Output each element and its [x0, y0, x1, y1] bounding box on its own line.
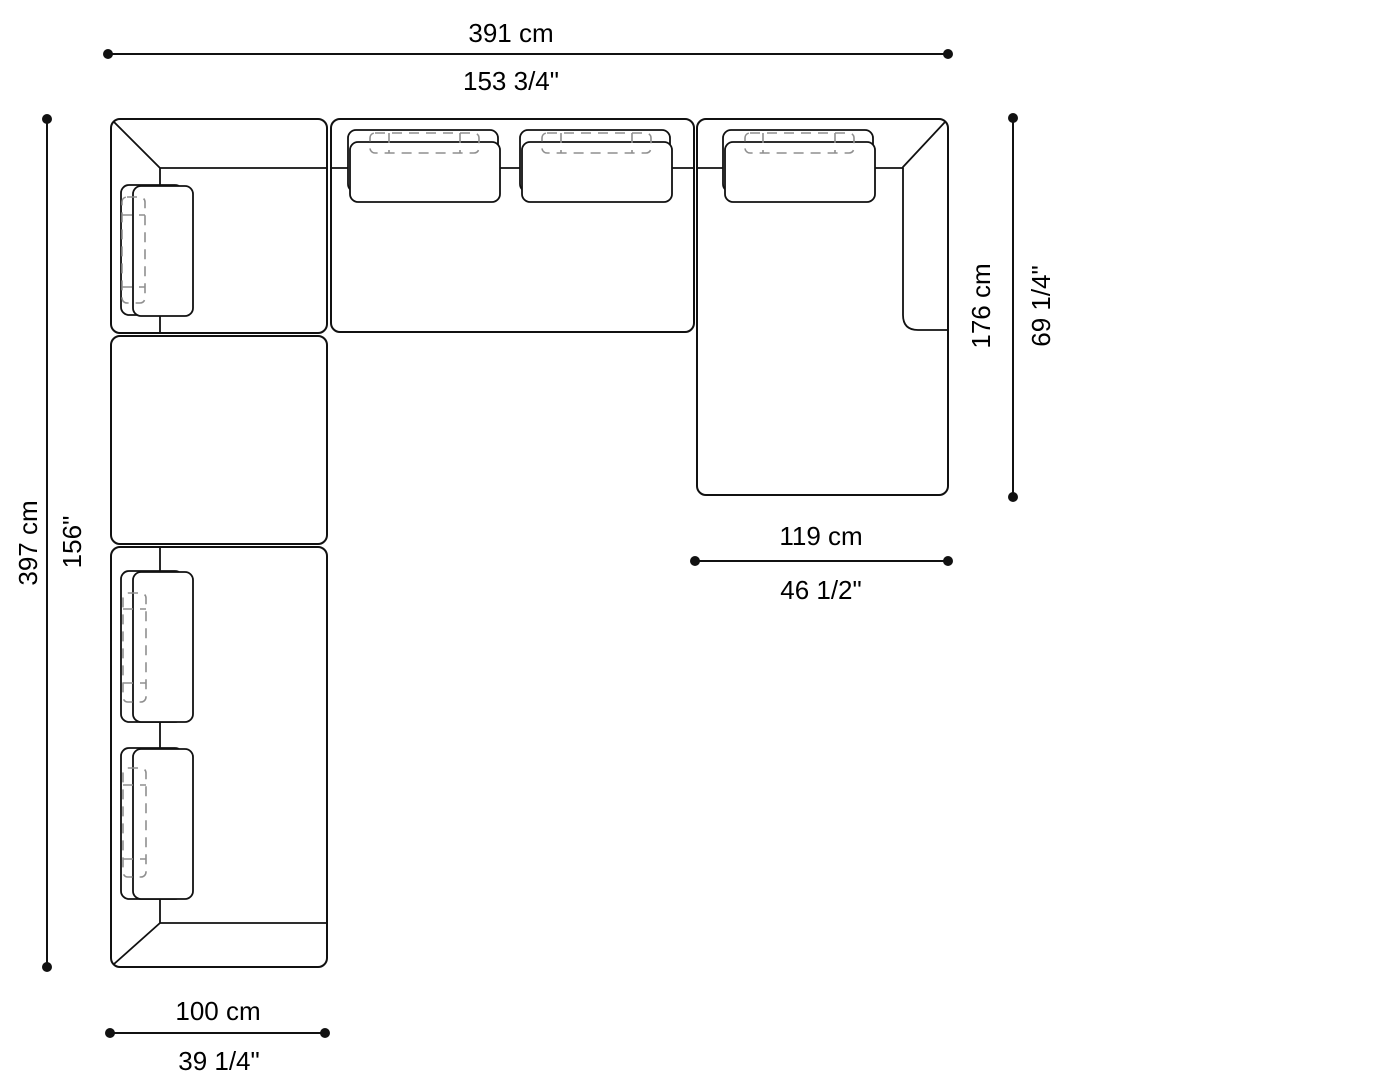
dimension-end-unit-width: 100 cm 39 1/4"	[105, 996, 330, 1076]
cushion-front	[132, 748, 194, 900]
cushion-front	[349, 141, 501, 203]
cushion-front	[724, 141, 876, 203]
sofa-plan	[110, 118, 949, 968]
dimension-endpoint-dot	[943, 49, 953, 59]
dimension-endpoint-dot	[42, 114, 52, 124]
dimension-chaise-width: 119 cm 46 1/2"	[690, 521, 953, 605]
cushion-front	[521, 141, 673, 203]
pillow-outline	[369, 132, 480, 154]
dimension-endpoint-dot	[1008, 492, 1018, 502]
dimension-endpoint-dot	[690, 556, 700, 566]
pillow-fold-lines	[560, 133, 633, 153]
pillow-fold-lines	[123, 608, 146, 684]
chaise-length-inches-label: 69 1/4"	[1026, 265, 1056, 347]
pillow-outline	[122, 592, 147, 703]
pillow-fold-lines	[388, 133, 461, 153]
dimension-chaise-length: 176 cm 69 1/4"	[966, 113, 1056, 502]
dimension-endpoint-dot	[105, 1028, 115, 1038]
overall-width-inches-label: 153 3/4"	[463, 66, 559, 96]
cushion-front	[132, 185, 194, 317]
back-pillow-dashed-outlines	[121, 132, 855, 878]
dimension-overall-width: 391 cm 153 3/4"	[103, 18, 953, 96]
chaise-section	[696, 118, 949, 496]
dimension-endpoint-dot	[320, 1028, 330, 1038]
seat-cushions	[120, 129, 876, 900]
overall-depth-inches-label: 156"	[57, 516, 87, 569]
overall-depth-cm-label: 397 cm	[13, 500, 43, 585]
pillow-outline	[121, 196, 146, 304]
overall-width-cm-label: 391 cm	[468, 18, 553, 48]
pillow-fold-lines	[762, 133, 836, 153]
cushion-front	[132, 571, 194, 723]
pillow-fold-lines	[122, 214, 145, 288]
pillow-outline	[122, 767, 147, 878]
dimension-endpoint-dot	[943, 556, 953, 566]
dimension-overall-depth: 397 cm 156"	[13, 114, 87, 972]
end-unit-width-inches-label: 39 1/4"	[178, 1046, 260, 1076]
chaise-width-cm-label: 119 cm	[779, 521, 862, 551]
chaise-length-cm-label: 176 cm	[966, 263, 996, 348]
chaise-width-inches-label: 46 1/2"	[780, 575, 862, 605]
dimension-endpoint-dot	[42, 962, 52, 972]
pillow-fold-lines	[123, 784, 146, 860]
pillow-outline	[744, 132, 855, 154]
dimension-endpoint-dot	[103, 49, 113, 59]
left-armless-section	[110, 335, 328, 545]
dimension-endpoint-dot	[1008, 113, 1018, 123]
pillow-outline	[541, 132, 652, 154]
end-unit-width-cm-label: 100 cm	[175, 996, 260, 1026]
